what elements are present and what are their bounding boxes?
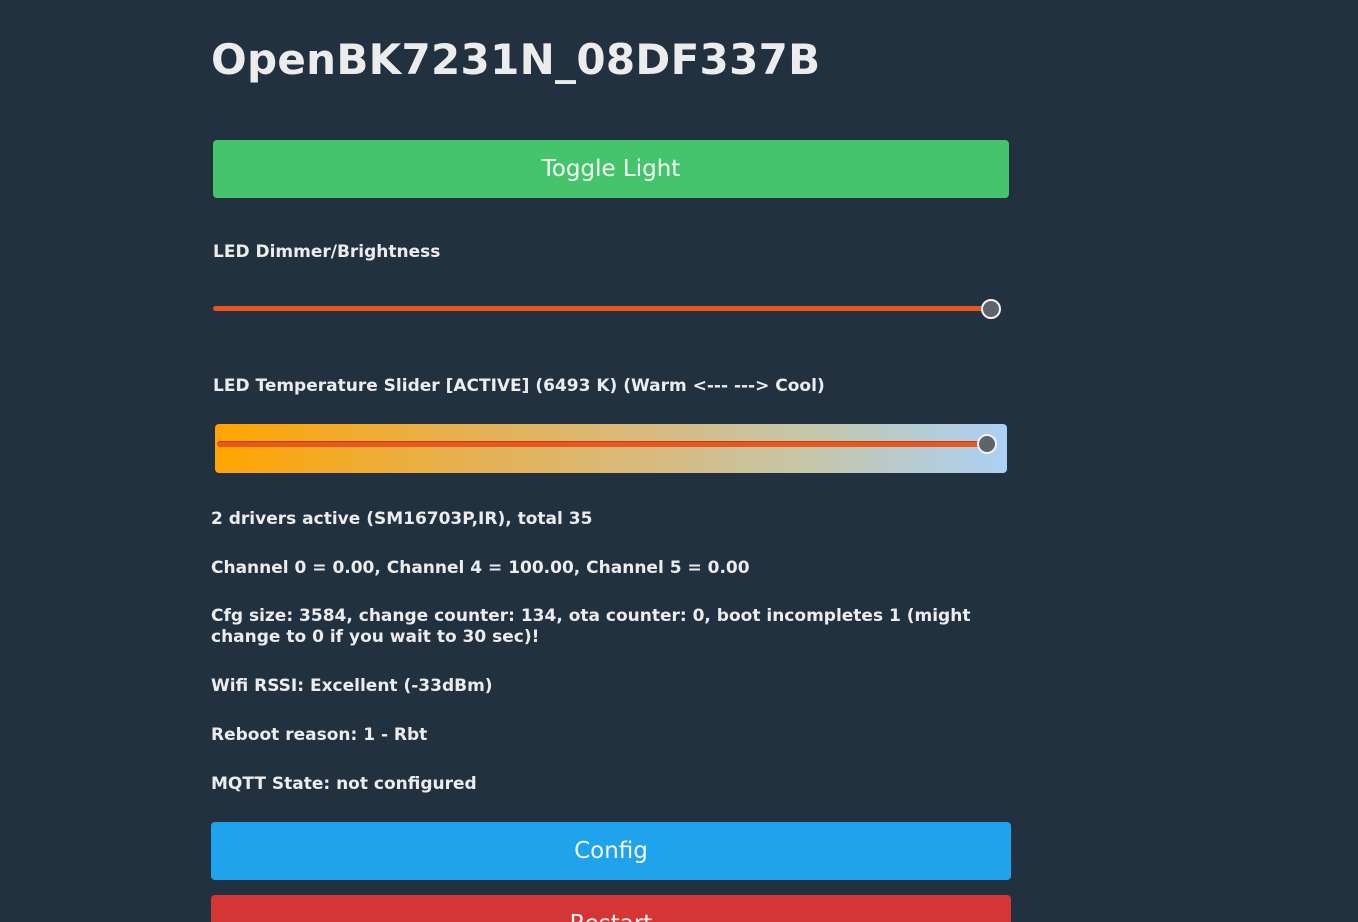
dimmer-label: LED Dimmer/Brightness <box>213 242 441 262</box>
restart-button[interactable]: Restart <box>211 895 1011 922</box>
toggle-light-button[interactable]: Toggle Light <box>213 140 1009 198</box>
page-title: OpenBK7231N_08DF337B <box>211 35 821 84</box>
temperature-slider[interactable] <box>215 424 1007 473</box>
mqtt-status: MQTT State: not configured <box>211 774 477 794</box>
drivers-status: 2 drivers active (SM16703P,IR), total 35 <box>211 509 593 529</box>
cfg-status: Cfg size: 3584, change counter: 134, ota… <box>211 606 971 647</box>
temperature-slider-track[interactable] <box>217 441 987 447</box>
temperature-label: LED Temperature Slider [ACTIVE] (6493 K)… <box>213 376 825 396</box>
config-button[interactable]: Config <box>211 822 1011 880</box>
temperature-slider-thumb[interactable] <box>977 434 997 454</box>
channels-status: Channel 0 = 0.00, Channel 4 = 100.00, Ch… <box>211 558 750 578</box>
reboot-status: Reboot reason: 1 - Rbt <box>211 725 428 745</box>
dimmer-slider-track[interactable] <box>213 306 993 311</box>
dimmer-slider-thumb[interactable] <box>981 299 1001 319</box>
wifi-status: Wifi RSSI: Excellent (-33dBm) <box>211 676 493 696</box>
